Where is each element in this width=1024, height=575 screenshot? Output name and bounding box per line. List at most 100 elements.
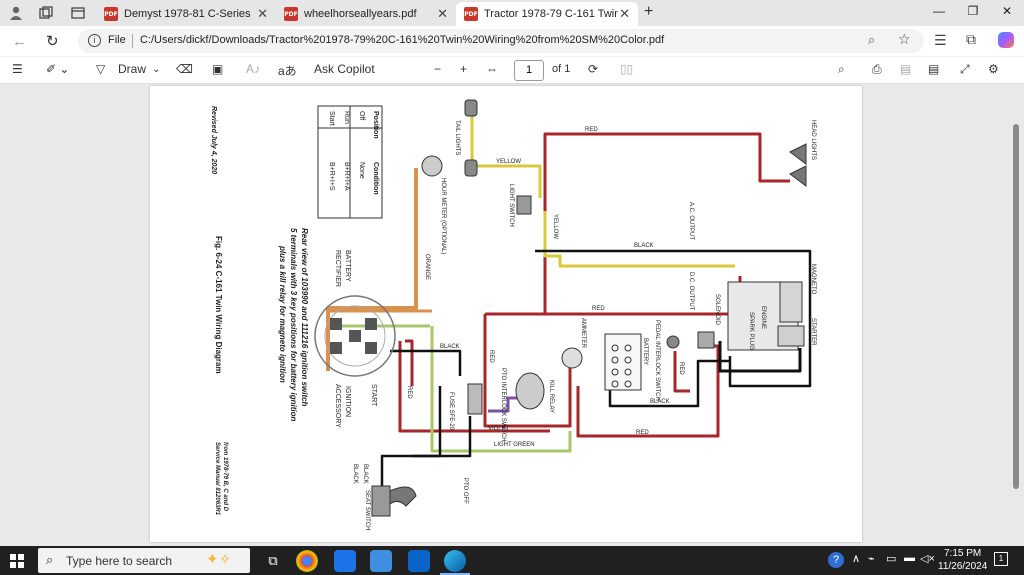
vertical-scrollbar[interactable] [1010,84,1022,546]
wire-black-ac [535,249,812,388]
wire-label-black-ac: BLACK [634,243,654,249]
network-icon[interactable]: ⌁ [868,553,875,565]
help-icon[interactable]: ? [828,552,844,568]
mail-icon[interactable] [334,550,356,572]
tab-wheelhorse[interactable]: PDF wheelhorseallyears.pdf ✕ [276,2,456,26]
text-box-icon[interactable]: ▣ [212,62,224,76]
outlook-icon[interactable] [408,550,430,572]
tab-tractor-c161[interactable]: PDF Tractor 1978-79 C-161 Twin Wiring ✕ [456,2,638,26]
tab-actions-icon[interactable] [70,5,86,21]
close-icon[interactable]: ✕ [437,6,448,21]
tail-lights [464,99,478,177]
erase-icon[interactable]: ⌫ [176,62,193,76]
label-switch-rectifier: RECTIFIER [334,250,341,287]
scrollbar-thumb[interactable] [1013,124,1019,489]
close-icon[interactable]: ✕ [619,6,630,21]
back-icon[interactable]: ← [12,33,27,50]
translate-label[interactable]: aあ [278,64,297,78]
tab-title: Tractor 1978-79 C-161 Twin Wiring [484,8,618,20]
file-scheme-label: File [108,34,126,46]
draw-icon[interactable]: ▽ [96,62,106,76]
page-view-icon[interactable]: ▯▯ [620,62,634,76]
chevron-up-icon[interactable]: ∧ [852,553,861,565]
hour-meter [421,155,443,177]
address-bar[interactable]: i File C:/Users/dickf/Downloads/Tractor%… [78,29,924,53]
edge-icon[interactable] [444,550,466,572]
light-switch [516,195,532,215]
volume-icon[interactable]: ◁× [920,553,935,565]
wire-label-black-ign: BLACK [440,344,460,350]
ignition-switch [314,295,396,377]
battery-icon[interactable]: ▬ [904,552,915,564]
highlight-icon[interactable]: ✐ ⌄ [46,62,70,76]
taskbar-search-box[interactable]: ⌕ Type here to search ✦✧ [38,548,250,573]
favorite-star-icon[interactable]: ☆ [898,31,911,47]
page-number-input[interactable]: 1 [514,60,544,81]
save-icon[interactable]: ▤ [900,62,912,76]
read-aloud-icon[interactable]: A♪ [246,62,261,76]
label-fuse: FUSE SFE-20 [448,392,454,431]
zoom-in-icon[interactable]: + [460,62,468,76]
label-ammeter: AMMETER [580,318,586,349]
restore-button[interactable]: ❐ [967,4,979,18]
windows-start-icon[interactable] [10,554,24,568]
pdf-page: Revised July 4, 2020 Position Condition … [150,86,862,542]
table-row-2-condition: B+R+I+S [328,162,335,191]
new-tab-button[interactable]: + [644,3,654,20]
label-pto-interlock: PTO INTERLOCK SWITCH [500,368,506,442]
label-switch-battery: BATTERY [344,250,351,282]
mywifi-icon[interactable] [370,550,392,572]
wire-black-battery [608,359,730,408]
zoom-out-icon[interactable]: − [434,62,442,76]
refresh-icon[interactable]: ↻ [46,33,59,50]
label-solenoid: SOLENOID [714,294,720,326]
label-dc-output: D.C. OUTPUT [688,272,694,311]
task-view-icon[interactable]: ⧉ [268,553,278,568]
label-engine: ENGINE [760,306,766,329]
minimize-button[interactable]: — [933,4,945,18]
tab-demyst[interactable]: PDF Demyst 1978-81 C-Series (1).pdf ✕ [96,2,276,26]
fit-page-icon[interactable]: ⇔ [486,62,498,76]
label-pto-off: PTO OFF [462,478,468,504]
save-as-icon[interactable]: ▤ [928,62,940,76]
url-text[interactable]: C:/Users/dickf/Downloads/Tractor%201978-… [140,34,665,46]
chrome-icon[interactable] [296,550,318,572]
wire-label-orange: ORANGE [424,254,430,280]
clock-time[interactable]: 7:15 PM [944,548,982,559]
label-switch-start: START [370,384,377,407]
draw-label[interactable]: Draw [118,62,147,76]
wiring-diagram: Revised July 4, 2020 Position Condition … [210,99,816,530]
search-icon[interactable]: ⌕ [838,62,845,76]
pdf-viewer[interactable]: Revised July 4, 2020 Position Condition … [0,84,1024,546]
wire-label-violet: VIOLET [488,426,510,432]
wire-black-fuse [380,386,442,486]
contents-icon[interactable]: ☰ [12,62,23,76]
close-icon[interactable]: ✕ [257,6,268,21]
workspaces-icon[interactable] [38,5,54,21]
info-icon[interactable]: i [88,34,101,47]
display-icon[interactable]: ▭ [886,553,897,565]
rotate-icon[interactable]: ⟳ [588,62,599,76]
ask-copilot-label[interactable]: Ask Copilot [314,62,375,76]
fullscreen-icon[interactable]: ⤢ [960,62,970,76]
notification-icon[interactable]: 1 [994,552,1008,566]
wire-red-ign2 [405,339,414,386]
copilot-icon[interactable] [998,32,1014,48]
ammeter [561,347,583,369]
wire-red-ammeter [483,314,572,428]
print-icon[interactable]: ⎙ [872,62,882,76]
zoom-icon[interactable]: ⌕ [868,32,876,47]
label-light-switch: LIGHT SWITCH [508,184,514,227]
table-row-1-position: Run [343,111,350,124]
wire-label-yellow-2: YELLOW [552,214,558,239]
profile-icon[interactable] [8,5,24,21]
pdf-icon: PDF [104,7,118,21]
collections-icon[interactable]: ⧉ [966,31,976,47]
settings-gear-icon[interactable]: ⚙ [988,62,999,76]
window-close-button[interactable]: ✕ [1001,4,1013,18]
clock-date[interactable]: 11/26/2024 [938,561,988,572]
wire-label-yellow-1: YELLOW [496,159,521,165]
favorites-list-icon[interactable]: ☰ [934,32,947,48]
revised-date: Revised July 4, 2020 [210,106,217,174]
chevron-down-icon[interactable]: ⌄ [152,64,161,75]
